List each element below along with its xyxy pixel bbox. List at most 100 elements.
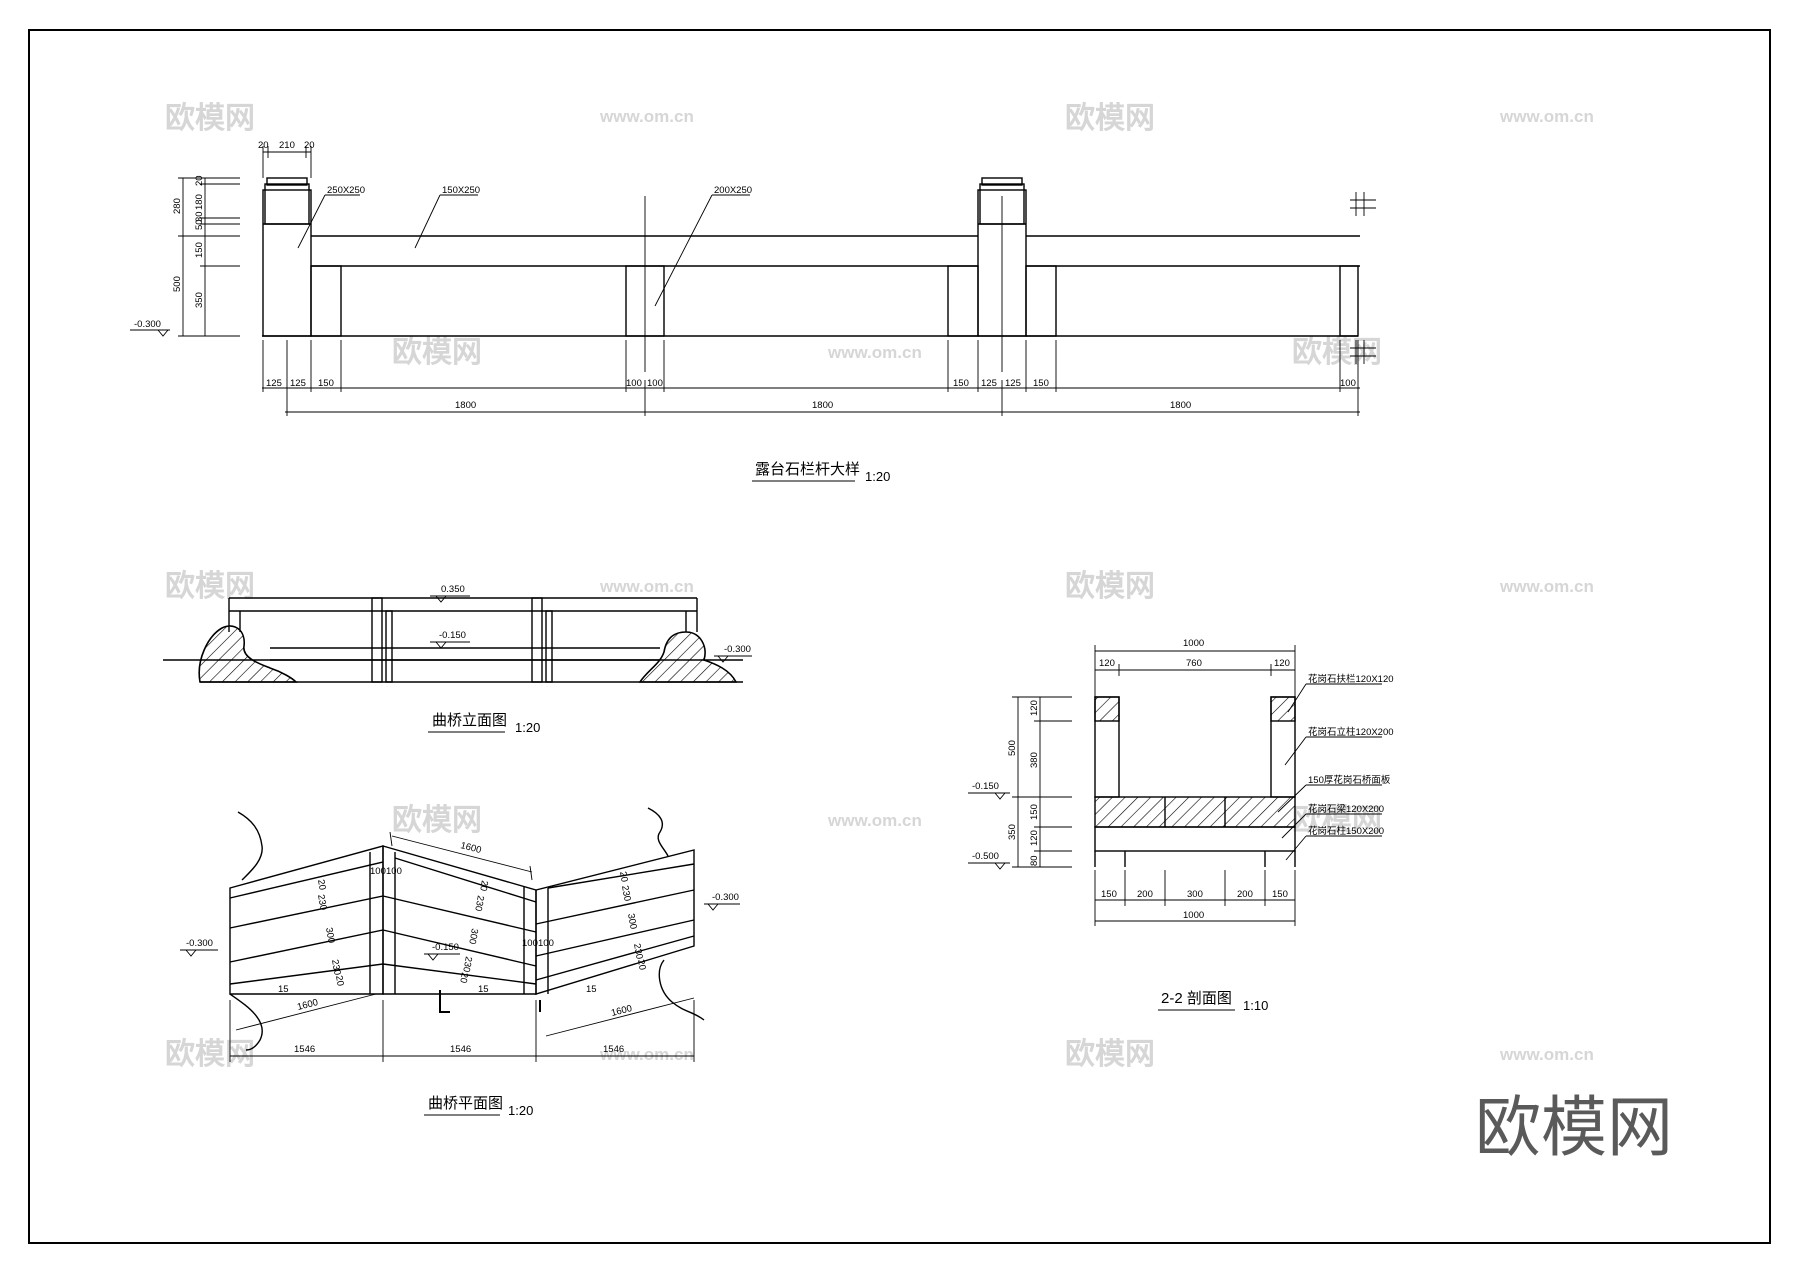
- shore-line: [237, 811, 263, 881]
- leader: [654, 194, 713, 307]
- rail-callout: 150X250: [442, 185, 480, 196]
- bottom-dim: 150: [1033, 378, 1049, 389]
- watermark-url: www.om.cn: [599, 577, 694, 596]
- bridge-elevation: 0.350 -0.150 -0.300 曲桥立面图 1:20: [163, 584, 752, 735]
- height-dim: 20: [194, 175, 205, 186]
- watermark-url: www.om.cn: [827, 343, 922, 362]
- height-dim: 30: [194, 211, 205, 222]
- bridge-plan-title: 曲桥平面图: [428, 1095, 503, 1112]
- post-cap-top: [981, 177, 1023, 186]
- plan-dim: 15: [478, 984, 489, 995]
- height-dim: 500: [172, 276, 183, 292]
- plan-dim: 1600: [610, 1003, 633, 1019]
- section-height-dim: 150: [1029, 804, 1040, 820]
- section-top-dim: 1000: [1183, 638, 1204, 649]
- bottom-dim: 125: [981, 378, 997, 389]
- watermark-cn: 欧模网: [392, 804, 482, 837]
- section-title: 2-2 剖面图: [1161, 990, 1232, 1007]
- plan-dim: 20: [457, 971, 470, 983]
- plan-dim: 230: [472, 894, 486, 912]
- plan-dim: 20: [333, 975, 346, 987]
- level-label: 0.350: [441, 584, 465, 595]
- level-label: -0.150: [439, 630, 466, 641]
- section-note: 150厚花岗石桥面板: [1308, 774, 1391, 786]
- baluster-callout: 200X250: [714, 185, 752, 196]
- beam: [1094, 826, 1296, 852]
- section-height-dim: 380: [1029, 752, 1040, 768]
- dim-line: [391, 835, 533, 873]
- section-bottom-dim: 150: [1101, 889, 1117, 900]
- shore-line: [647, 807, 669, 857]
- bottom-dim: 100: [626, 378, 642, 389]
- watermark-cn: 欧模网: [1292, 336, 1382, 369]
- plan-dim: 1600: [459, 840, 482, 856]
- watermark-cn: 欧模网: [1065, 570, 1155, 603]
- watermark-url: www.om.cn: [827, 811, 922, 830]
- plan-dim: 230: [329, 959, 343, 977]
- baluster: [1339, 265, 1359, 337]
- handrail-section: [1270, 696, 1296, 722]
- leader: [1287, 683, 1307, 713]
- height-dim: 50: [194, 219, 205, 230]
- baluster: [1025, 265, 1057, 337]
- deck-slab: [1094, 796, 1296, 828]
- break-symbol: [1350, 192, 1376, 364]
- dim-line: [235, 993, 377, 1031]
- section-height-dim: 120: [1029, 700, 1040, 716]
- level-triangle: [427, 953, 439, 961]
- post: [371, 597, 383, 683]
- bridge-elevation-title: 曲桥立面图: [432, 712, 507, 729]
- section-bottom-dim: 1000: [1183, 910, 1204, 921]
- section-top-dim: 120: [1099, 658, 1115, 669]
- rock-right: [638, 631, 738, 683]
- level-triangle: [157, 329, 169, 337]
- span-dim: 1800: [455, 400, 476, 411]
- plan-dim: 20: [315, 879, 328, 891]
- bottom-dim: 125: [290, 378, 306, 389]
- level-label: -0.500: [972, 851, 999, 862]
- plan-dim: 20: [477, 879, 490, 891]
- shore-line: [229, 993, 263, 1051]
- watermark-cn: 欧模网: [165, 1038, 255, 1071]
- section-height-dim: 80: [1029, 855, 1040, 866]
- plan-dim: 230: [619, 885, 633, 903]
- leader: [297, 194, 326, 249]
- dim-ticks: [262, 340, 1359, 416]
- section-bottom-dim: 200: [1237, 889, 1253, 900]
- plan-dim: 230: [460, 955, 474, 973]
- bridge-elevation-scale: 1:20: [515, 720, 540, 735]
- plan-dim: 15: [586, 984, 597, 995]
- plan-dim: 1546: [294, 1044, 315, 1055]
- level-label: -0.300: [186, 938, 213, 949]
- level-triangle: [185, 949, 197, 957]
- rock-left: [198, 625, 298, 683]
- height-dim: 350: [194, 292, 205, 308]
- plan-dim: 15: [278, 984, 289, 995]
- plan-dim: 1600: [296, 997, 319, 1013]
- bridge-plan-scale: 1:20: [508, 1103, 533, 1118]
- cap-dim: 210: [279, 140, 295, 151]
- bottom-dim: 100: [647, 378, 663, 389]
- watermark-url: www.om.cn: [1499, 107, 1594, 126]
- post: [385, 610, 393, 683]
- cap-dim: 20: [258, 140, 269, 151]
- baluster: [947, 265, 979, 337]
- bottom-dim: 150: [953, 378, 969, 389]
- span-dim: 1800: [1170, 400, 1191, 411]
- height-dim: 180: [194, 194, 205, 210]
- watermark-cn: 欧模网: [392, 336, 482, 369]
- level-triangle: [435, 641, 447, 649]
- railing-scale: 1:20: [865, 469, 890, 484]
- watermark-cn: 欧模网: [165, 102, 255, 135]
- watermark-cn: 欧模网: [1065, 102, 1155, 135]
- section-note: 花岗石立柱120X200: [1308, 726, 1394, 738]
- level-triangle: [707, 903, 719, 911]
- dim-line: [545, 997, 695, 1037]
- level-label: -0.300: [712, 892, 739, 903]
- section-2-2: 1000 120 760 120 500 120 380 350 150 120…: [968, 638, 1394, 1013]
- plan-dim: 20: [617, 871, 630, 883]
- level-triangle: [994, 792, 1006, 800]
- leader: [1281, 813, 1307, 839]
- plan-dim: 100: [538, 938, 554, 949]
- railing-elevation: 250X250 150X250 200X250 20 210 20 280 18…: [130, 140, 1376, 484]
